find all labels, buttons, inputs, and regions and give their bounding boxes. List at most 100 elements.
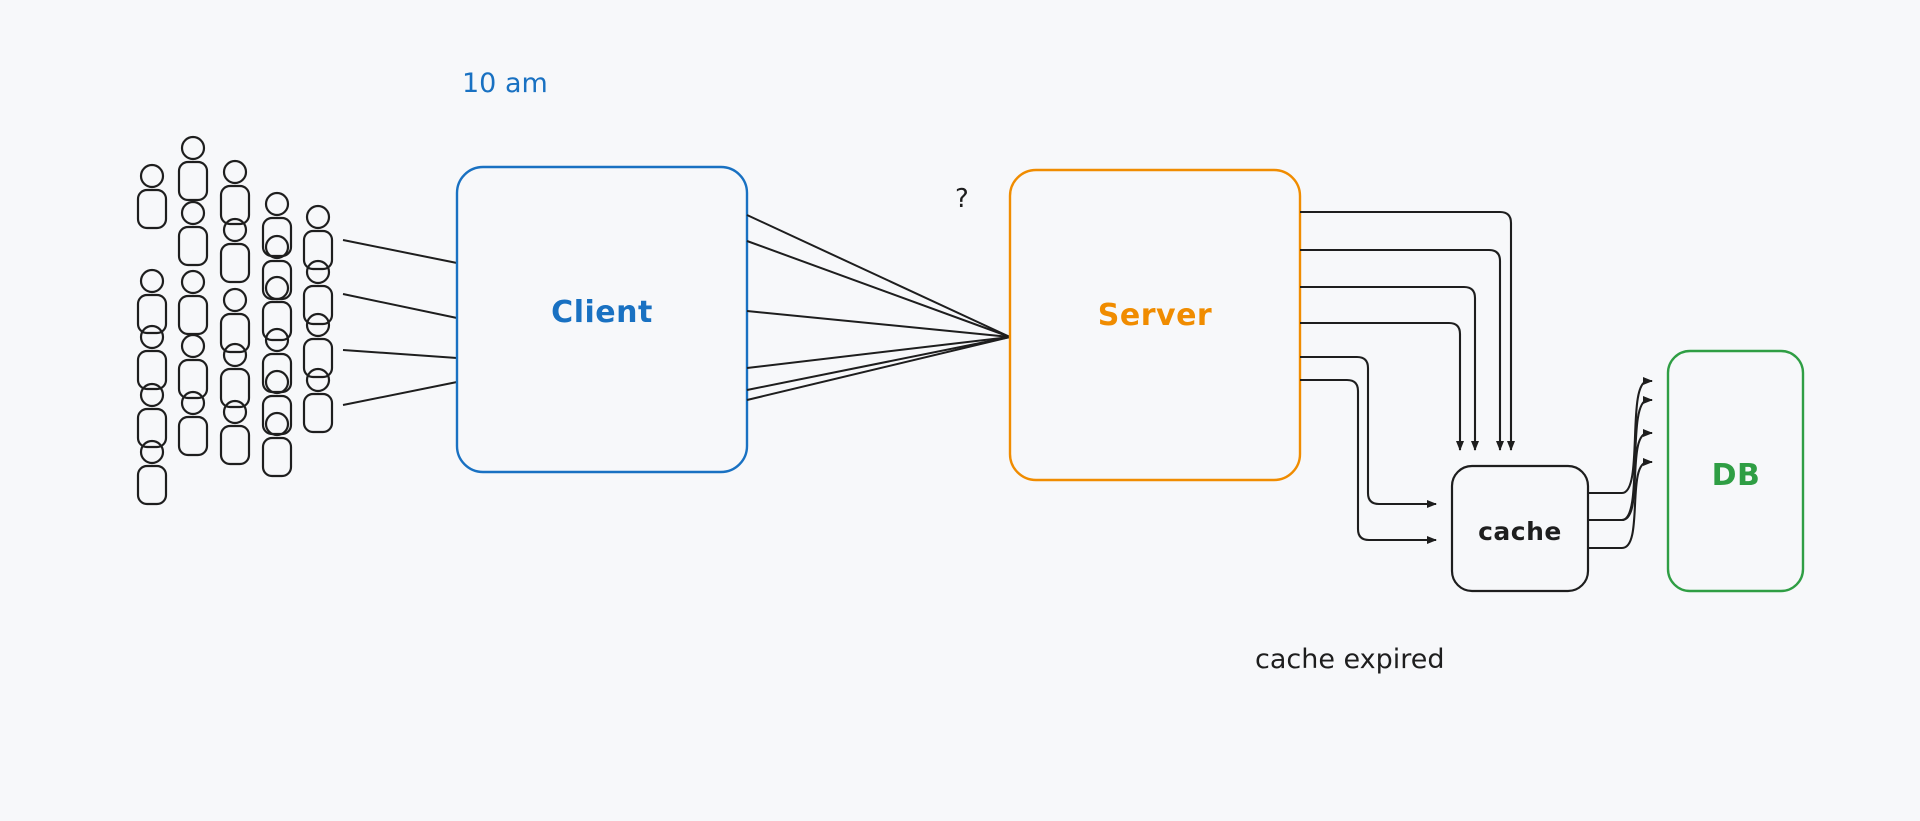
person-head [264,191,290,217]
question-mark-annotation: ? [955,184,969,214]
person-head [264,275,290,301]
person-icon [177,135,209,202]
cache-to-db-line [1588,429,1653,522]
server-node-label: Server [1098,298,1212,333]
cache-to-db-edges [1588,377,1653,550]
person-body [302,337,334,379]
client-to-server-line [746,214,1011,338]
cache-node[interactable] [1450,464,1590,593]
person-body [177,358,209,400]
client-node[interactable] [455,165,749,474]
person-body [219,184,251,226]
person-icon [261,275,293,342]
person-icon [136,268,168,335]
person-icon [136,382,168,449]
server-to-cache-side-line [1300,355,1437,508]
client-node-label: Client [551,295,653,330]
client-to-server-edges [746,214,1011,401]
person-head [139,439,165,465]
server-node[interactable] [1008,168,1302,482]
person-head [305,204,331,230]
people-cluster [136,135,334,506]
person-icon [177,200,209,267]
server-to-cache-side-line [1300,378,1437,544]
person-icon [177,390,209,457]
person-icon [261,191,293,258]
person-body [302,229,334,271]
person-to-client-line [342,381,458,406]
person-icon [302,312,334,379]
person-to-client-line [342,349,458,359]
server-to-cache-top-line [1300,285,1479,451]
person-body [177,160,209,202]
client-to-server-line [746,240,1011,338]
person-icon [177,333,209,400]
person-head [139,324,165,350]
cache-to-db-line [1588,396,1653,522]
person-icon [261,327,293,394]
person-icon [136,163,168,230]
time-annotation-label: 10 am [462,68,548,99]
person-icon [136,439,168,506]
person-head [222,217,248,243]
person-body [219,242,251,284]
server-to-cache-edges [1300,210,1515,544]
person-body [136,188,168,230]
person-body [177,225,209,267]
person-body [302,392,334,434]
person-icon [302,259,334,326]
client-to-server-line [746,336,1011,369]
server-to-cache-top-line [1300,248,1504,451]
person-head [305,367,331,393]
person-body [136,293,168,335]
person-icon [261,369,293,436]
person-head [264,411,290,437]
person-head [222,159,248,185]
db-node[interactable] [1666,349,1805,593]
person-icon [302,367,334,434]
person-body [136,407,168,449]
person-icon [219,217,251,284]
person-icon [219,287,251,354]
person-head [139,382,165,408]
person-icon [219,399,251,466]
person-head [180,200,206,226]
person-body [261,216,293,258]
person-head [180,333,206,359]
person-body [136,349,168,391]
person-icon [261,411,293,478]
db-node-label: DB [1712,458,1761,493]
client-to-server-line [746,336,1011,401]
client-to-server-line [746,336,1011,391]
person-icon [219,342,251,409]
person-head [222,287,248,313]
person-head [264,234,290,260]
person-icon [136,324,168,391]
server-to-cache-top-line [1300,321,1464,451]
person-head [222,399,248,425]
person-body [219,424,251,466]
person-body [302,284,334,326]
person-body [177,415,209,457]
person-head [222,342,248,368]
person-to-client-line [342,293,458,319]
cache-expired-annotation: cache expired [1255,644,1445,675]
cache-node-label: cache [1478,517,1562,546]
people-to-client-edges [342,239,458,406]
person-head [180,135,206,161]
person-icon [219,159,251,226]
person-head [139,163,165,189]
cache-to-db-line [1588,458,1653,550]
person-head [305,312,331,338]
person-body [219,367,251,409]
person-body [136,464,168,506]
person-head [139,268,165,294]
person-body [177,294,209,336]
client-to-server-line [746,310,1011,338]
person-icon [177,269,209,336]
person-to-client-line [342,239,458,264]
person-body [219,312,251,354]
person-head [180,390,206,416]
